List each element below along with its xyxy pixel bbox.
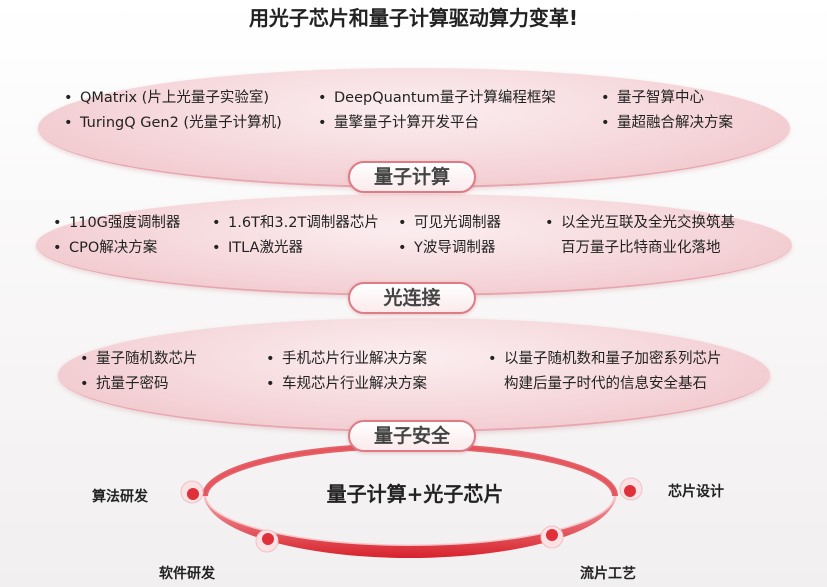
list-item: •DeepQuantum量子计算编程框架 <box>318 90 556 106</box>
list-item: •Y波导调制器 <box>398 240 496 256</box>
list-item: •QMatrix (片上光量子实验室) <box>64 90 269 106</box>
node-label-algorithm: 算法研发 <box>92 489 148 505</box>
list-item: 构建后量子时代的信息安全基石 <box>504 376 707 392</box>
section-label-quantum-computing: 量子计算 <box>348 161 476 193</box>
list-item: •以全光互联及全光交换筑基 <box>545 215 735 231</box>
list-item: •抗量子密码 <box>80 376 169 392</box>
list-item: •CPO解决方案 <box>53 240 158 256</box>
list-item: •110G强度调制器 <box>53 215 181 231</box>
list-item: •以量子随机数和量子加密系列芯片 <box>488 351 722 367</box>
list-item: •ITLA激光器 <box>212 240 303 256</box>
section-label-quantum-security: 量子安全 <box>348 420 476 452</box>
list-item: •可见光调制器 <box>398 215 501 231</box>
list-item: •量超融合解决方案 <box>601 115 733 131</box>
node-dot-algorithm <box>180 480 204 504</box>
node-label-software: 软件研发 <box>159 566 215 582</box>
list-item: •量擎量子计算开发平台 <box>318 115 479 131</box>
list-item: •1.6T和3.2T调制器芯片 <box>212 215 379 231</box>
node-label-fab: 流片工艺 <box>580 566 636 582</box>
list-item: •TuringQ Gen2 (光量子计算机) <box>64 115 282 131</box>
section-label-optical-interconnect: 光连接 <box>348 282 476 314</box>
quantum-security-ellipse <box>58 318 770 432</box>
node-dot-software <box>255 529 279 553</box>
core-center-label: 量子计算+光子芯片 <box>326 482 504 506</box>
ring-bottom <box>205 496 615 558</box>
node-label-chip-design: 芯片设计 <box>668 484 724 500</box>
node-dot-chip-design <box>619 477 643 501</box>
page-title: 用光子芯片和量子计算驱动算力变革! <box>248 6 579 30</box>
list-item: •手机芯片行业解决方案 <box>266 351 427 367</box>
list-item: •车规芯片行业解决方案 <box>266 376 427 392</box>
list-item: •量子随机数芯片 <box>80 351 198 367</box>
list-item: 百万量子比特商业化落地 <box>561 240 721 256</box>
node-dot-fab <box>540 525 564 549</box>
list-item: •量子智算中心 <box>601 90 704 106</box>
